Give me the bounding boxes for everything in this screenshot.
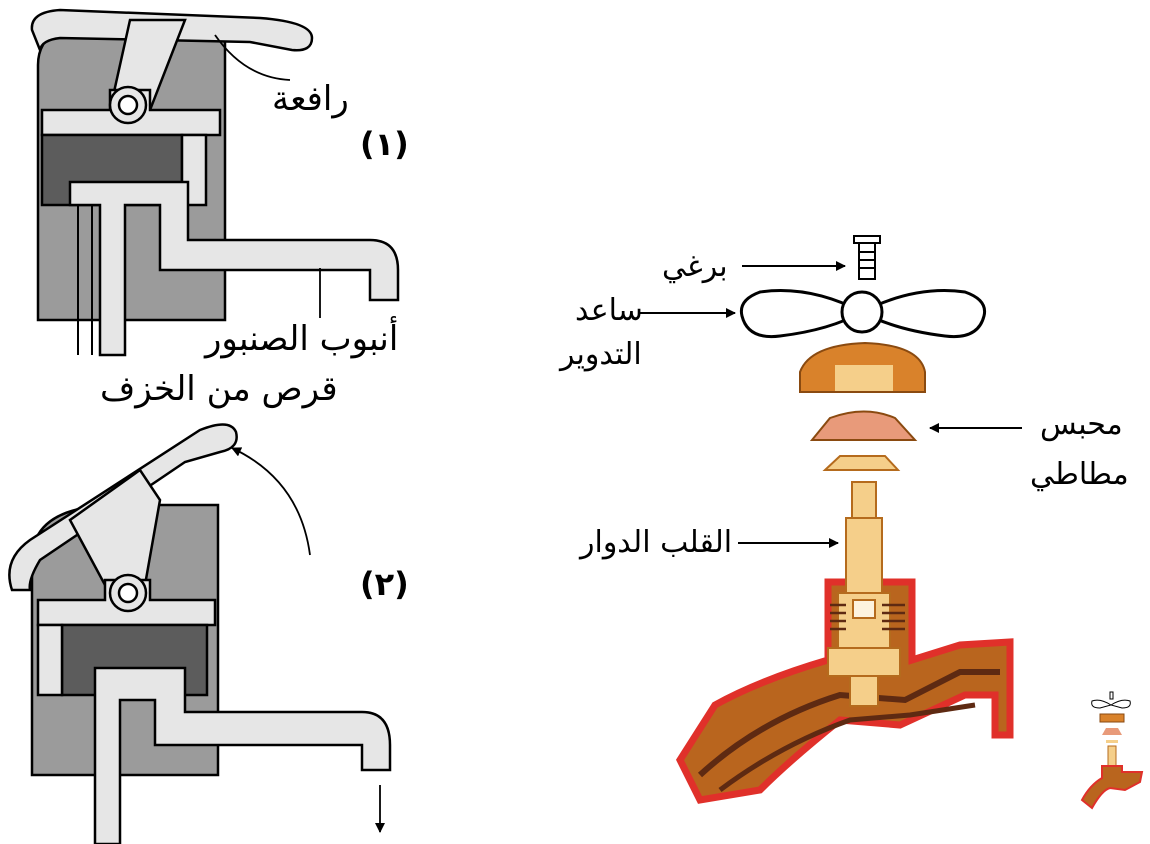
tap-pipe-1 [68,180,400,357]
label-step-1: (١) [360,125,409,163]
screw-tap-thumbnail [1080,691,1144,810]
label-washer-line1: محبس [1040,407,1123,442]
lever-arm-2 [68,468,162,587]
label-lever: رافعة [272,79,349,119]
label-screw: برغي [662,249,728,284]
side-post-2a [36,623,64,697]
lever-2 [8,423,238,592]
screw-part [853,235,881,280]
copper-tap-body [675,578,1014,804]
label-washer-line2: مطاطي [1030,457,1129,492]
pivot-hole-2 [117,582,139,604]
label-spindle: القلب الدوار [580,525,733,560]
rubber-washer-part [809,410,918,441]
pivot-hole-1 [117,94,139,116]
mixer-tap-open [8,423,392,844]
label-step-2: (٢) [360,565,409,603]
label-ceramic-disc: قرص من الخزف [100,369,338,409]
label-pipe: أنبوب الصنبور [205,319,399,359]
label-handle-line1: ساعد [575,293,643,328]
screw-tap-exploded [675,235,1014,804]
lift-arrow [231,447,311,556]
spindle-part [827,481,901,707]
tap-pipe-2 [93,666,392,844]
handle-part [739,289,987,339]
mixer-tap-closed [30,8,400,357]
label-handle-line2: التدوير [560,337,642,372]
small-washer-part [822,455,901,471]
